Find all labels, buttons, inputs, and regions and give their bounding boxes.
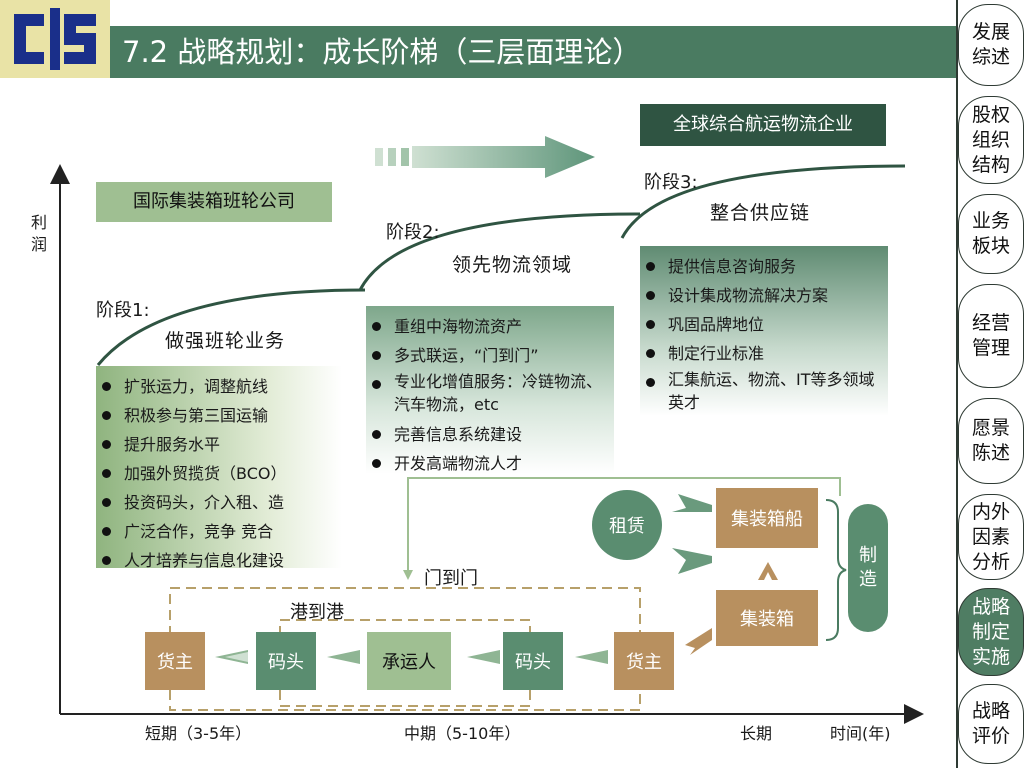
x-tick-short: 短期（3-5年）: [145, 724, 252, 743]
international-liner-tag: 国际集装箱班轮公司: [96, 182, 332, 222]
x-tick-long: 长期: [740, 724, 773, 743]
stage2-list: 重组中海物流资产 多式联运，“门到门” 专业化增值服务：冷链物流、汽车物流，et…: [366, 306, 614, 474]
leasing-arrows: [672, 494, 712, 574]
port-to-port-label: 港到港: [290, 602, 344, 623]
header-bar: [110, 26, 956, 78]
stage1-label: 阶段1:: [96, 300, 150, 321]
nav-item-4[interactable]: 经营管理: [958, 284, 1024, 388]
shipper-left: 货主: [145, 632, 205, 690]
stage2-item: 重组中海物流资产: [372, 312, 608, 341]
stage3-curve: [620, 164, 906, 239]
stage1-item: 扩张运力，调整航线: [102, 372, 336, 401]
nav-item-5[interactable]: 愿景陈述: [958, 398, 1024, 484]
container-ship: 集装箱船: [716, 488, 818, 548]
nav-item-6[interactable]: 内外因素分析: [958, 494, 1024, 580]
stage2-label: 阶段2:: [386, 222, 440, 243]
stage2-item: 专业化增值服务：冷链物流、汽车物流，etc: [372, 370, 608, 416]
stage2-item: 多式联运，“门到门”: [372, 341, 608, 370]
nav-item-7[interactable]: 战略制定实施: [958, 588, 1024, 676]
stage2-curve: [358, 212, 641, 291]
container-to-shipper-arrow: [685, 628, 712, 655]
stage3-list: 提供信息咨询服务 设计集成物流解决方案 巩固品牌地位 制定行业标准 汇集航运、物…: [640, 246, 888, 416]
company-logo-icon: [14, 8, 96, 70]
logo: [0, 0, 110, 78]
nav-divider: [956, 0, 958, 768]
stage3-item: 巩固品牌地位: [646, 310, 882, 339]
stage2-item: 完善信息系统建设: [372, 420, 608, 449]
nav-item-3[interactable]: 业务板块: [958, 194, 1024, 274]
manufacturing: 制造: [848, 504, 888, 632]
nav-item-8[interactable]: 战略评价: [958, 684, 1024, 764]
stage2-name: 领先物流领域: [452, 254, 573, 276]
y-axis-label: 利润: [30, 213, 47, 254]
container: 集装箱: [716, 590, 818, 646]
stage3-item: 设计集成物流解决方案: [646, 281, 882, 310]
manufacturing-brace: [825, 499, 847, 641]
stage1-item: 积极参与第三国运输: [102, 401, 336, 430]
stage1-item: 提升服务水平: [102, 430, 336, 459]
stage1-item: 广泛合作，竞争 竞合: [102, 517, 336, 546]
door-to-door-label: 门到门: [424, 568, 478, 589]
leasing: 租赁: [592, 490, 662, 560]
terminal-right: 码头: [503, 632, 563, 690]
stage1-list: 扩张运力，调整航线 积极参与第三国运输 提升服务水平 加强外贸揽货（BCO） 投…: [96, 366, 342, 570]
stage1-item: 投资码头，介入租、造: [102, 488, 336, 517]
stage3-item: 制定行业标准: [646, 339, 882, 368]
stage3-label: 阶段3:: [644, 172, 698, 193]
page-title: 7.2 战略规划：成长阶梯（三层面理论）: [122, 35, 642, 69]
stage2-item: 开发高端物流人才: [372, 449, 608, 478]
stage3-item: 提供信息咨询服务: [646, 252, 882, 281]
container-up-arrow: [758, 562, 778, 580]
growth-direction-arrow: [375, 136, 595, 178]
nav-item-2[interactable]: 股权组织结构: [958, 96, 1024, 184]
carrier: 承运人: [367, 632, 451, 690]
diagram-canvas: [50, 136, 924, 724]
global-logistics-tag: 全球综合航运物流企业: [640, 104, 886, 146]
stage1-item: 加强外贸揽货（BCO）: [102, 459, 336, 488]
x-tick-mid: 中期（5-10年）: [404, 724, 521, 743]
x-axis-label: 时间(年): [830, 724, 891, 743]
stage1-curve: [96, 288, 366, 366]
terminal-left: 码头: [256, 632, 316, 690]
stage1-name: 做强班轮业务: [165, 330, 286, 352]
nav-item-1[interactable]: 发展综述: [958, 4, 1024, 86]
stage1-item: 人才培养与信息化建设: [102, 546, 336, 575]
stage3-item: 汇集航运、物流、IT等多领域英才: [646, 368, 882, 414]
door-to-door-connector: [407, 477, 841, 574]
flow-arrows: [215, 650, 608, 664]
shipper-right: 货主: [614, 632, 674, 690]
stage3-name: 整合供应链: [710, 202, 811, 224]
